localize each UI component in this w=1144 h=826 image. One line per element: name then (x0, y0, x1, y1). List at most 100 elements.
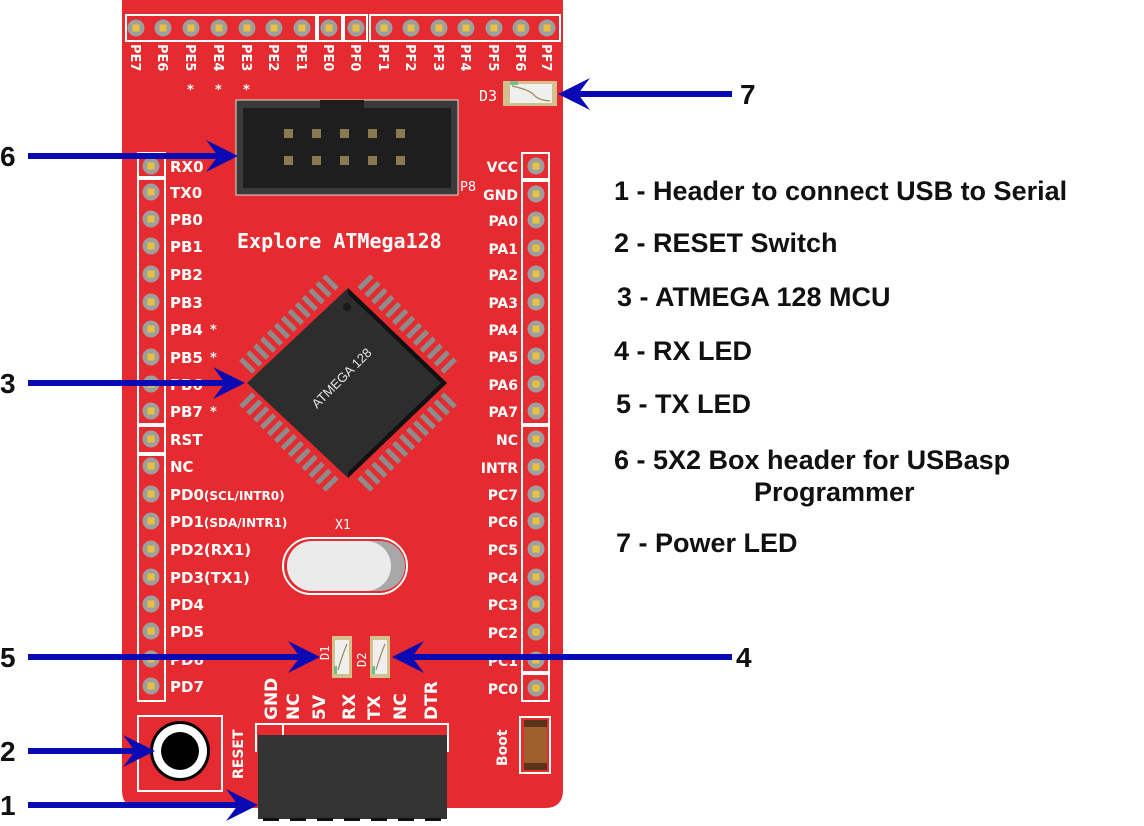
serial-pin-notch (371, 818, 387, 821)
serial-pin-label-rx: RX (340, 694, 360, 720)
callout-number-2: 2 (0, 736, 16, 767)
legend-item-6: 6 - 5X2 Box header for USBasp Programmer (614, 445, 1011, 507)
mcu-leg (266, 329, 284, 346)
mcu-leg (308, 288, 325, 305)
pin-pad-left-10 (142, 430, 160, 448)
pin-label-right: PC4 (488, 571, 519, 587)
mcu-leg (378, 294, 395, 312)
mcu-leg (253, 406, 270, 423)
box-header-p8 (235, 99, 459, 196)
arrow-6 (28, 140, 238, 172)
pin-label-left: RST (170, 431, 203, 449)
pin-star: * (187, 83, 194, 98)
serial-pin-notch (398, 818, 414, 821)
pin-label-left: PB5 (170, 349, 203, 367)
pin-pad-left-17 (142, 622, 160, 640)
pin-label-left: PB2 (170, 266, 203, 284)
serial-pin-label-dtr: DTR (422, 681, 442, 720)
pin-pad-right-1 (527, 185, 545, 203)
mcu-leg (280, 315, 298, 333)
pin-label-pe5: PE5 (182, 44, 197, 71)
pin-label-right: PA5 (488, 350, 518, 366)
mcu-leg (287, 308, 304, 326)
boot-jumper (519, 716, 551, 774)
pin-pad-pf0 (347, 19, 365, 37)
mcu-leg (266, 420, 284, 437)
mcu-leg (239, 392, 256, 409)
pin-pad-right-12 (527, 485, 545, 503)
pin-pad-left-9 (142, 402, 160, 420)
reset-label: RESET (231, 729, 247, 779)
mcu-leg (246, 399, 263, 416)
pin-pad-right-2 (527, 211, 545, 229)
callout-number-5: 5 (0, 642, 16, 673)
arrow-1 (28, 789, 258, 821)
right-pin-header (521, 152, 550, 702)
mcu-leg (280, 433, 298, 451)
mcu-pins (239, 274, 457, 492)
pin-pad-right-19 (527, 679, 545, 697)
mcu-leg (433, 399, 450, 416)
pin-pad-pf3 (430, 19, 448, 37)
mcu-leg (294, 447, 311, 465)
box-pin (396, 156, 405, 165)
pin-pad-right-11 (527, 458, 545, 476)
pin-label-left: PD7 (170, 678, 204, 696)
box-header-label: P8 (460, 180, 476, 195)
serial-pin-label-nc: NC (284, 693, 304, 720)
pin-pad-pf6 (512, 19, 530, 37)
pin-pad-pe1 (293, 19, 311, 37)
pin-label-left: PD4 (170, 596, 204, 614)
pin-pad-right-13 (527, 512, 545, 530)
pin-label-pe1: PE1 (293, 44, 308, 71)
rx-led-d2 (370, 636, 390, 678)
pin-label-pe4: PE4 (210, 44, 225, 71)
pin-pad-left-3 (142, 237, 160, 255)
mcu-leg (308, 461, 325, 478)
pin-label-pe3: PE3 (238, 44, 253, 71)
serial-pin-notch (317, 818, 333, 821)
mcu-leg (371, 288, 388, 305)
mcu-leg (322, 475, 339, 492)
box-pin (340, 129, 349, 138)
crystal-x1 (282, 537, 408, 595)
pin-label-pf7: PF7 (538, 44, 553, 71)
power-led-label: D3 (479, 87, 497, 105)
pin-pad-pf5 (485, 19, 503, 37)
pin-label-left: PB7 (170, 403, 203, 421)
mcu-leg (315, 281, 332, 298)
mcu-leg (392, 440, 409, 458)
pin-star: * (243, 83, 250, 98)
serial-pin-label-gnd: GND (262, 678, 282, 720)
mcu-leg (287, 440, 304, 458)
rx-led-label: D2 (355, 653, 369, 667)
mcu-leg (440, 392, 457, 409)
mcu-leg (239, 357, 256, 374)
box-header-pins (284, 129, 405, 165)
pin-pad-left-0 (142, 157, 160, 175)
mcu-chip (247, 288, 447, 478)
pin-pad-right-0 (527, 157, 545, 175)
mcu-leg (301, 294, 318, 312)
mcu-leg (433, 350, 450, 367)
legend-item-3: 3 - ATMEGA 128 MCU (617, 282, 891, 312)
mcu-leg (273, 427, 291, 444)
pin-pad-right-9 (527, 402, 545, 420)
serial-pin-notch (344, 818, 360, 821)
pin-label-right: GND (483, 188, 518, 204)
pin-star: * (210, 405, 217, 420)
mcu-leg (273, 322, 291, 339)
pin-label-pf6: PF6 (512, 44, 527, 71)
pin-pad-right-15 (527, 568, 545, 586)
reset-switch[interactable] (137, 715, 223, 792)
mcu-leg (412, 329, 430, 346)
pin-pad-right-4 (527, 265, 545, 283)
pin-pad-right-10 (527, 430, 545, 448)
mcu-leg (419, 336, 437, 353)
pin-label-left: PB3 (170, 294, 203, 312)
mcu-leg (419, 413, 437, 430)
mcu-leg (412, 420, 430, 437)
pin-pad-left-12 (142, 485, 160, 503)
mcu-leg (440, 357, 457, 374)
pin-label-right: NC (496, 433, 518, 449)
